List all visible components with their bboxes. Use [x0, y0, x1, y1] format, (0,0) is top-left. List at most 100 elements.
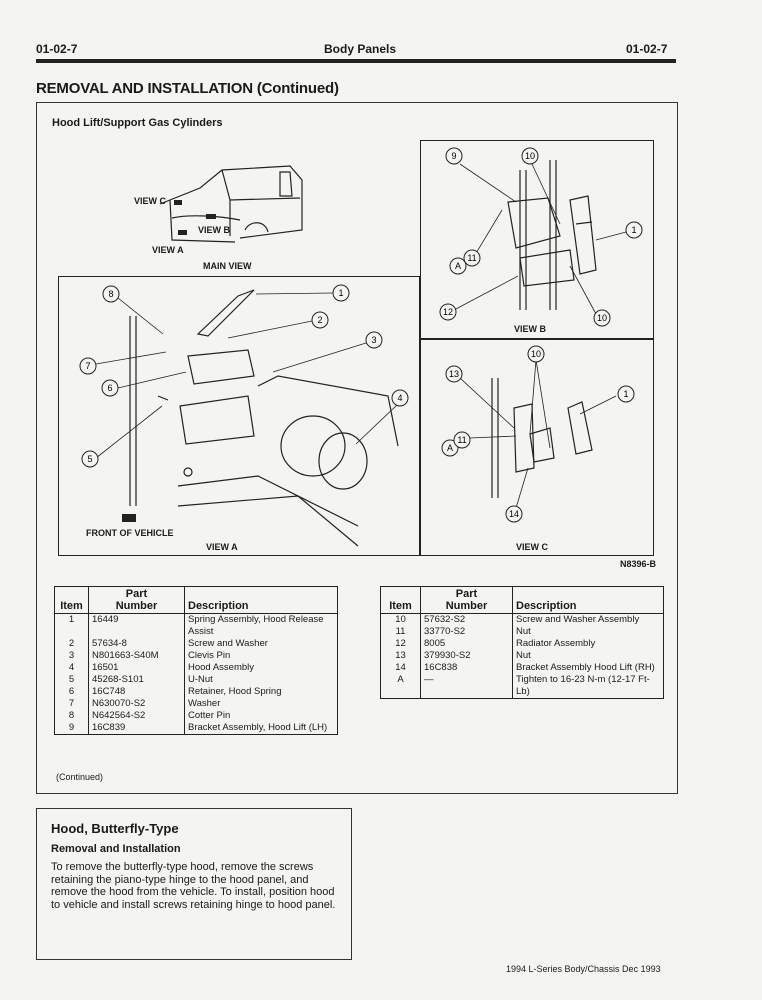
cell-description: Hood Assembly: [188, 662, 255, 673]
cell-part-number: N630070-S2: [88, 698, 185, 710]
page-footer: 1994 L-Series Body/Chassis Dec 1993: [506, 964, 661, 974]
view-c-label: VIEW C: [516, 542, 549, 552]
cell-item: 8: [54, 710, 89, 722]
cell-description: Nut: [516, 626, 531, 637]
callout-a-view-c: A: [447, 443, 453, 453]
cell-part-number: 379930-S2: [420, 650, 513, 662]
col-part-bottom: Number: [115, 600, 158, 612]
page-number-left: 01-02-7: [36, 42, 78, 56]
figure-id: N8396-B: [620, 559, 657, 569]
cell-item: 2: [54, 638, 89, 650]
cell-description: Screw and Washer Assembly: [516, 614, 640, 625]
hood-section-body: To remove the butterfly-type hood, remov…: [51, 861, 336, 911]
view-b-label: VIEW B: [514, 324, 547, 334]
view-b-illustration: 9 10 1 A 11 12 10: [439, 147, 643, 327]
callout-a-view-b: A: [455, 261, 461, 271]
callout-8: 8: [108, 289, 113, 299]
callout-7: 7: [85, 361, 90, 371]
callout-1: 1: [338, 288, 343, 298]
col-part-bottom: Number: [445, 600, 488, 612]
cell-description: Cotter Pin: [188, 710, 231, 721]
cell-item: 6: [54, 686, 89, 698]
view-a-label: VIEW A: [206, 542, 238, 552]
cell-item: 7: [54, 698, 89, 710]
main-view-illustration: [159, 165, 303, 243]
header-rule: [36, 59, 676, 63]
cell-part-number: N801663-S40M: [88, 650, 185, 662]
cell-item: 11: [380, 626, 421, 638]
cell-part-number: 8005: [420, 638, 513, 650]
view-a-illustration: 8 1 2 3 7 6 4 5: [79, 284, 409, 547]
main-view-callout-view-a: VIEW A: [152, 245, 184, 255]
callout-14: 14: [509, 509, 519, 519]
front-of-vehicle-label: FRONT OF VEHICLE: [86, 528, 174, 538]
figure-frame: [36, 102, 678, 794]
main-view-callout-view-c: VIEW C: [134, 196, 167, 206]
cell-item: 1: [54, 613, 89, 638]
cell-item: 10: [380, 613, 421, 626]
cell-description: Radiator Assembly: [516, 638, 596, 649]
view-a-callouts: 8 1 2 3 7 6 4 5: [79, 284, 409, 468]
cell-description: Nut: [516, 650, 531, 661]
callout-1-view-c: 1: [623, 389, 628, 399]
cell-description: U-Nut: [188, 674, 213, 685]
cell-item: A: [380, 674, 421, 699]
cell-description: Retainer, Hood Spring: [188, 686, 282, 697]
callout-3: 3: [371, 335, 376, 345]
cell-description: Spring Assembly, Hood Release Assist: [188, 614, 324, 637]
callout-6: 6: [107, 383, 112, 393]
col-description: Description: [512, 586, 664, 614]
hood-section-subtitle: Removal and Installation: [51, 843, 181, 855]
cell-description: Screw and Washer: [188, 638, 268, 649]
col-item: Item: [380, 586, 421, 614]
cell-part-number: 16501: [88, 662, 185, 674]
callout-2: 2: [317, 315, 322, 325]
continued-note: (Continued): [56, 772, 104, 782]
col-description: Description: [184, 586, 338, 614]
main-view-label: MAIN VIEW: [203, 261, 252, 271]
callout-10: 10: [525, 151, 535, 161]
col-item: Item: [54, 586, 89, 614]
callout-9: 9: [451, 151, 456, 161]
cell-item: 9: [54, 722, 89, 735]
cell-item: 4: [54, 662, 89, 674]
subsection-title: Hood Lift/Support Gas Cylinders: [52, 117, 223, 129]
callout-12: 12: [443, 307, 453, 317]
cell-item: 14: [380, 662, 421, 674]
callout-1-view-b: 1: [631, 225, 636, 235]
view-a-panel: [58, 276, 420, 556]
callout-13: 13: [449, 369, 459, 379]
cell-part-number: 45268-S101: [88, 674, 185, 686]
cell-part-number: —: [420, 674, 513, 699]
cell-item: 12: [380, 638, 421, 650]
cell-part-number: 16449: [88, 613, 185, 638]
callout-5: 5: [87, 454, 92, 464]
cell-part-number: 16C838: [420, 662, 513, 674]
callout-11-view-c: 11: [457, 435, 466, 445]
callout-4: 4: [397, 393, 402, 403]
cell-item: 13: [380, 650, 421, 662]
callout-10-lower: 10: [597, 313, 607, 323]
cell-part-number: 16C839: [88, 722, 185, 735]
view-c-panel: [420, 338, 654, 556]
cell-part-number: 57632-S2: [420, 613, 513, 626]
cell-description: Tighten to 16-23 N-m (12-17 Ft-Lb): [516, 674, 650, 697]
page-header-title: Body Panels: [324, 42, 397, 56]
col-part-top: Part: [455, 588, 478, 600]
section-title: REMOVAL AND INSTALLATION (Continued): [36, 80, 339, 97]
cell-part-number: 57634-8: [88, 638, 185, 650]
table-row: A—Tighten to 16-23 N-m (12-17 Ft-Lb): [380, 674, 664, 699]
cell-part-number: 33770-S2: [420, 626, 513, 638]
